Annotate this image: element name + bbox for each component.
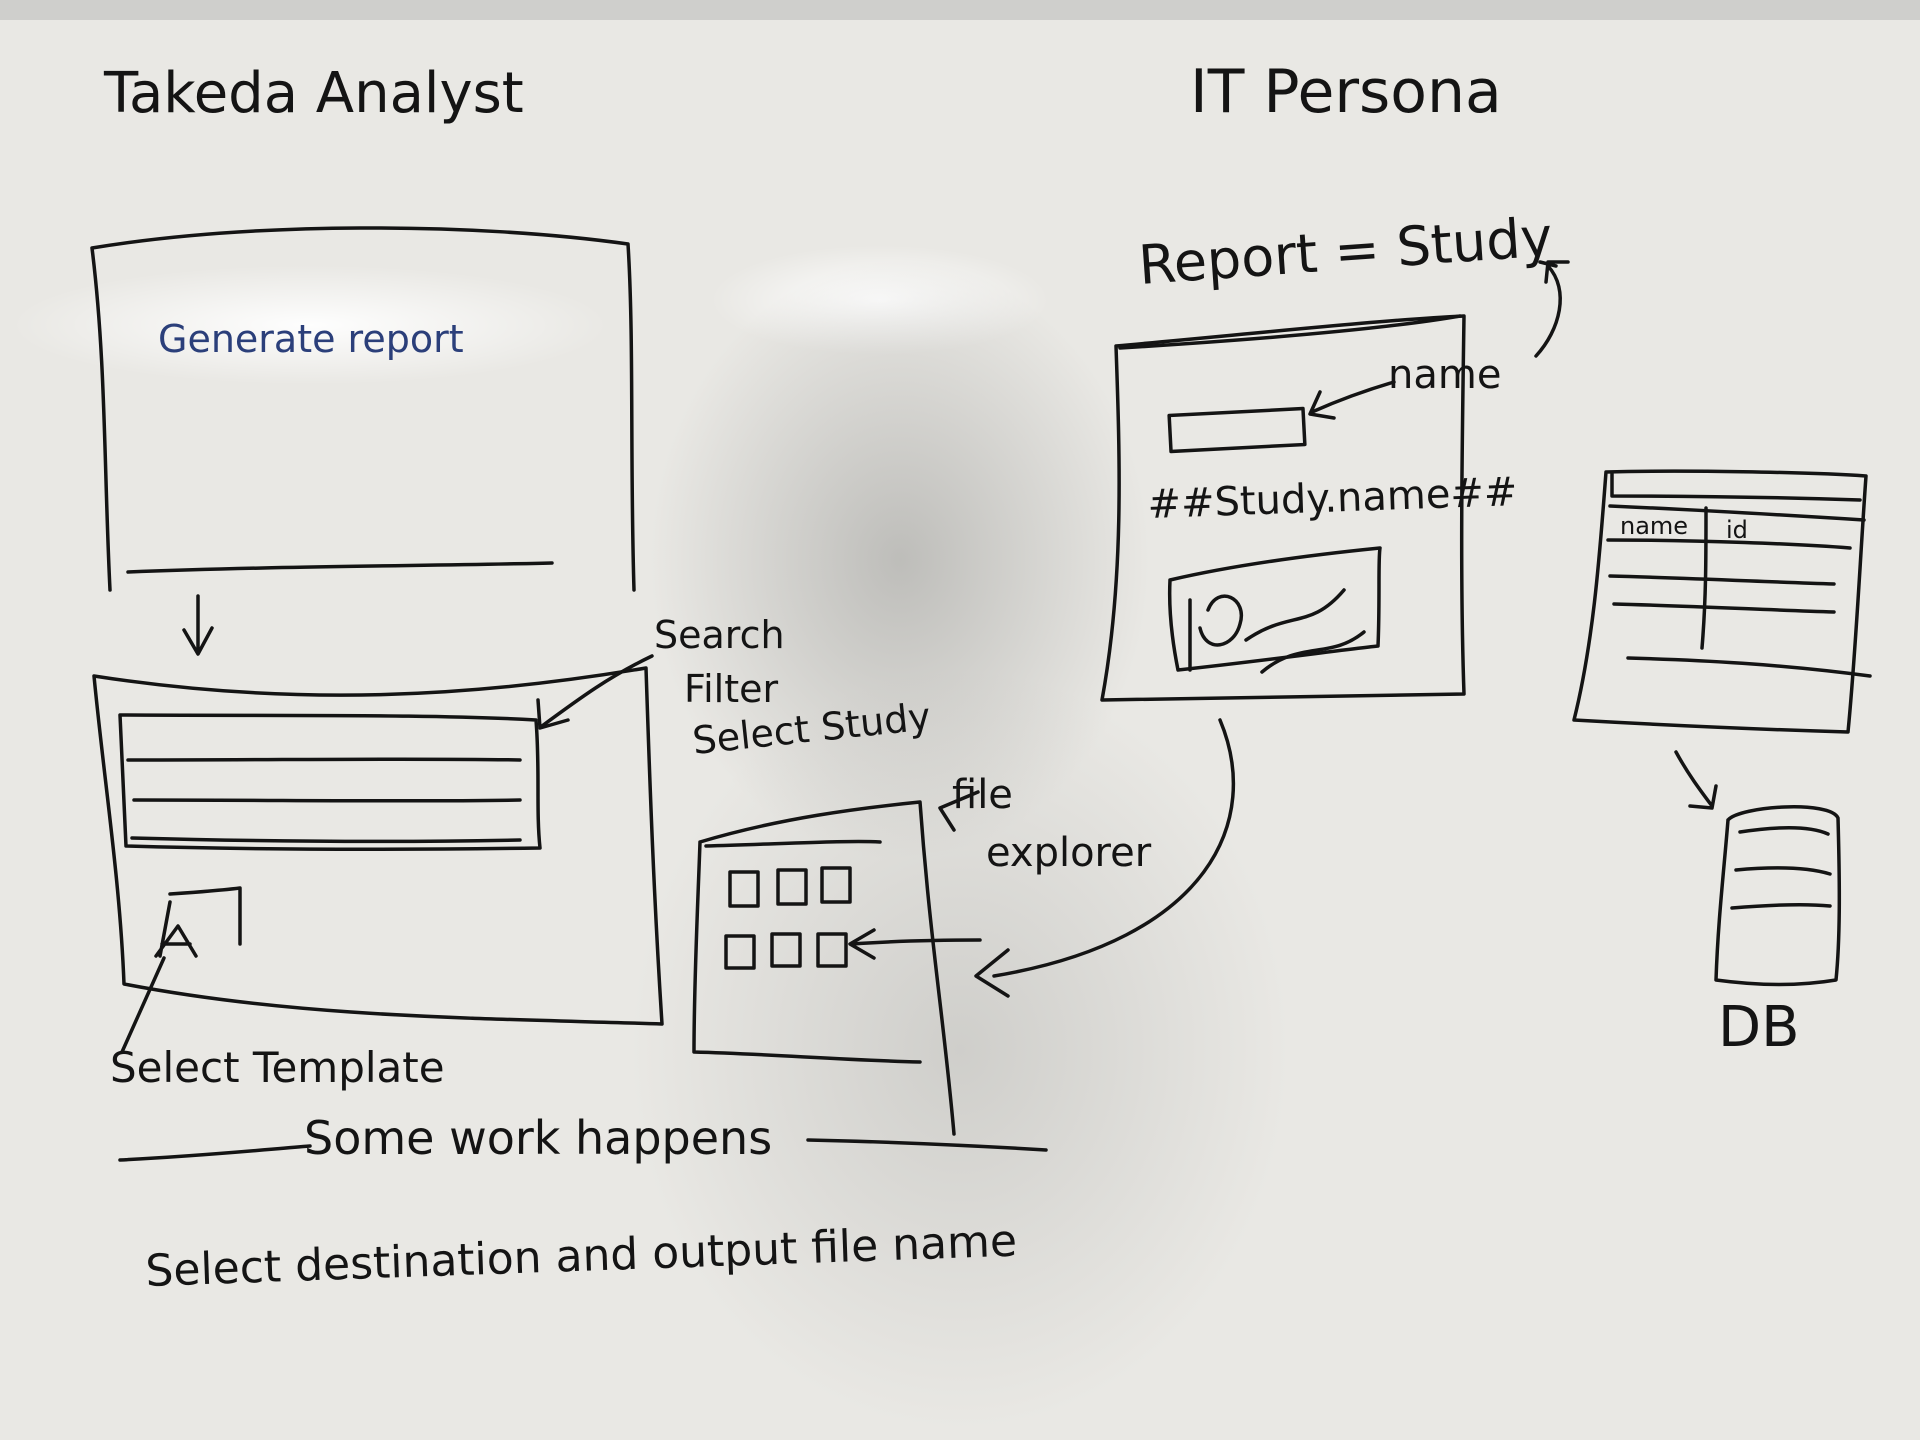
file-icon — [776, 868, 808, 906]
file-explorer-label-line-2: explorer — [986, 830, 1152, 876]
result-line-1 — [126, 757, 522, 762]
file-explorer-label-pointer — [938, 790, 980, 832]
down-arrow-sketch — [182, 594, 214, 656]
board-top-frame — [0, 0, 1920, 20]
analyst-title: Takeda Analyst — [103, 61, 524, 126]
db-label: DB — [1718, 995, 1800, 1060]
table-row-line — [1608, 574, 1836, 586]
generate-report-label: Generate report — [158, 317, 464, 361]
table-row-line — [1612, 602, 1836, 614]
name-arrowhead — [1308, 390, 1336, 420]
work-line-left — [118, 1144, 312, 1162]
result-line-2 — [132, 798, 522, 803]
it-title: IT Persona — [1190, 57, 1502, 127]
file-icon-selected — [816, 932, 848, 968]
file-explorer-label-line-1: file — [952, 772, 1013, 818]
table-header-line — [1606, 504, 1866, 550]
work-line-right — [806, 1138, 1048, 1152]
search-note-line-1: Search — [654, 613, 785, 657]
table-header-name: name — [1620, 512, 1688, 540]
name-field-label: name — [1388, 352, 1501, 398]
table-sketch — [1572, 469, 1868, 734]
report-to-study-arrow — [1534, 260, 1570, 358]
chart-content-sketch — [1188, 588, 1366, 674]
report-to-explorer-arrow — [992, 718, 1235, 978]
file-icon — [728, 870, 760, 908]
file-explorer-sketch — [692, 800, 956, 1136]
search-screen-sketch — [92, 666, 664, 1026]
light-glare-left — [10, 265, 610, 385]
chart-frame-sketch — [1167, 546, 1382, 672]
search-arrow-sketch — [540, 654, 654, 728]
database-sketch — [1714, 805, 1842, 987]
table-to-db-arrow — [1674, 750, 1718, 810]
name-arrow-sketch — [1310, 380, 1396, 414]
table-header-id: id — [1726, 516, 1748, 544]
template-icon-sketch — [154, 886, 242, 958]
file-icon — [820, 866, 852, 904]
select-template-label: Select Template — [110, 1043, 445, 1092]
result-line-3 — [130, 836, 522, 844]
work-label: Some work happens — [304, 1111, 772, 1165]
file-icon — [724, 934, 756, 970]
table-row-line — [1626, 656, 1872, 678]
file-icon — [770, 932, 802, 968]
template-pointer-sketch — [120, 956, 166, 1054]
file-explorer-arrow-sketch — [850, 938, 982, 946]
table-title-bar — [1610, 472, 1862, 502]
search-results-box-sketch — [118, 713, 542, 852]
photographer-shadow-lower — [630, 670, 1290, 1430]
name-field-sketch — [1167, 406, 1307, 454]
report-top-line — [1118, 314, 1462, 350]
report-template-screen-sketch — [1100, 314, 1466, 702]
file-explorer-arrowhead — [848, 928, 876, 960]
report-to-explorer-arrowhead — [974, 948, 1010, 998]
search-note-line-2: Filter — [684, 667, 778, 711]
generate-report-screen-sketch — [90, 226, 636, 592]
search-arrowhead — [536, 698, 570, 730]
